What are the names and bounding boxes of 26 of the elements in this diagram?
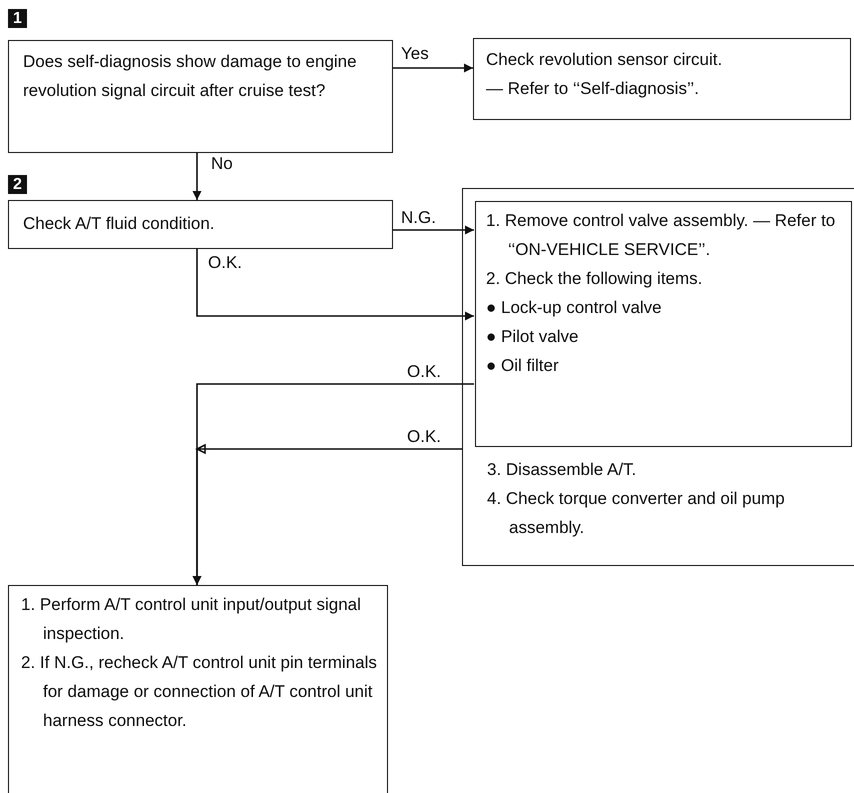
step-text: ● Lock-up control valve xyxy=(486,297,663,319)
arrow xyxy=(393,226,474,234)
step-text: 4. Check torque converter and oil pump assembly. xyxy=(487,488,786,539)
arrow xyxy=(196,249,474,320)
process-box xyxy=(462,188,854,566)
arrow xyxy=(393,64,473,72)
arrow xyxy=(192,153,202,200)
process-box xyxy=(8,40,393,153)
process-box xyxy=(475,201,852,447)
step-text: Does self-diagnosis show damage to engine revolution signal circuit after cruise test? xyxy=(23,51,358,102)
step-text: ● Pilot valve xyxy=(486,326,580,348)
process-box xyxy=(8,585,388,793)
step-text: — Refer to ‘‘Self-diagnosis’’. xyxy=(486,78,700,100)
step-number: 1 xyxy=(8,9,27,28)
process-box xyxy=(473,38,851,120)
step-text: 1. Perform A/T control unit input/output signal inspection. xyxy=(21,594,362,645)
arrow xyxy=(192,444,463,586)
step-number: 2 xyxy=(8,175,27,194)
step-text: 2. Check the following items. xyxy=(486,268,704,290)
process-box xyxy=(8,200,393,249)
step-text: ● Oil filter xyxy=(486,355,560,377)
step-text: 2. If N.G., recheck A/T control unit pin terminals for damage or connection of A/T control unit harness connector. xyxy=(21,652,378,732)
step-text: Check A/T fluid condition. xyxy=(23,213,216,235)
step-text: 3. Disassemble A/T. xyxy=(487,459,638,481)
step-text: 1. Remove control valve assembly. — Refer to ‘‘ON-VEHICLE SERVICE’’. xyxy=(486,210,836,261)
step-text: Check revolution sensor circuit. xyxy=(486,49,724,71)
